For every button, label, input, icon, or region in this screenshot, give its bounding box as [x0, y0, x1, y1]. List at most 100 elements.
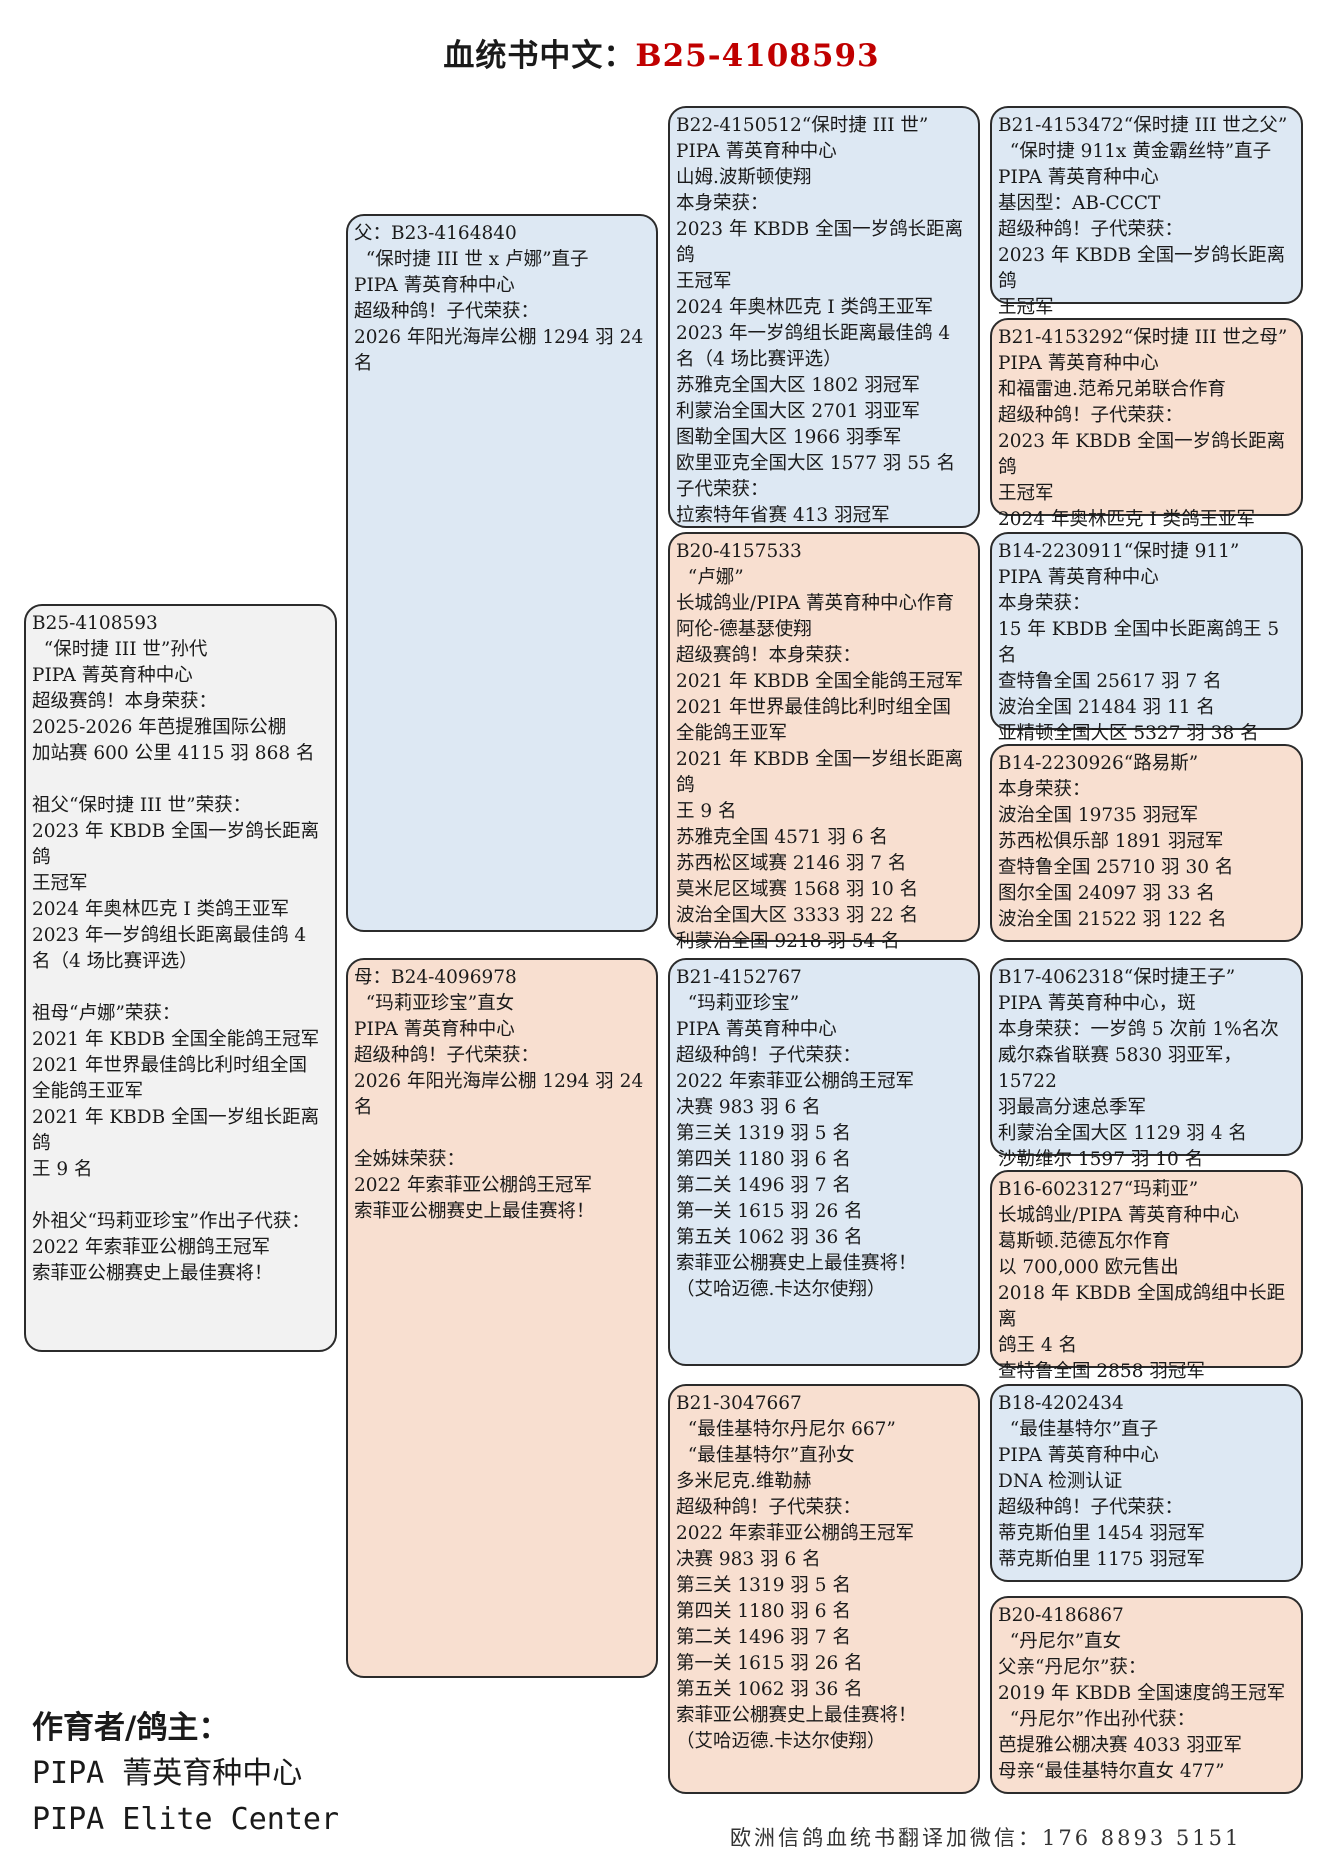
pedigree-line: 波治全国 21484 羽 11 名 [998, 697, 1215, 718]
pedigree-line: 鸽王 4 名 [998, 1335, 1078, 1356]
pedigree-line: 查特鲁全国 25710 羽 30 名 [998, 857, 1234, 878]
pedigree-line: B21-3047667 [676, 1393, 802, 1414]
pedigree-line: 长城鸽业/PIPA 菁英育种中心作育 [676, 593, 954, 614]
pedigree-line: 王冠军 [676, 271, 732, 292]
pedigree-line: 葛斯顿.范德瓦尔作育 [998, 1231, 1171, 1252]
pedigree-line: B21-4153472“保时捷 III 世之父” [998, 115, 1288, 136]
pedigree-line: “玛莉亚珍宝” [676, 993, 800, 1014]
pedigree-line: 蒂克斯伯里 1454 羽冠军 [998, 1523, 1205, 1544]
pedigree-line: “保时捷 III 世”孙代 [32, 639, 208, 660]
pedigree-line: 2023 年 KBDB 全国一岁鸽长距离鸽 [998, 245, 1286, 292]
pedigree-line: 索菲亚公棚赛史上最佳赛将！ [32, 1263, 273, 1284]
pedigree-line: 亚精顿全国大区 5327 羽 38 名 [998, 723, 1259, 744]
pedigree-line: “最佳基特尔”直子 [998, 1419, 1159, 1440]
pedigree-line: 王 9 名 [32, 1159, 93, 1180]
pedigree-line: 第五关 1062 羽 36 名 [676, 1679, 863, 1700]
pedigree-line: 2026 年阳光海岸公棚 1294 羽 24 [354, 1071, 644, 1092]
page-title: 血统书中文：B25-4108593 [0, 30, 1323, 75]
pedigree-line: B21-4153292“保时捷 III 世之母” [998, 327, 1288, 348]
pedigree-line: PIPA 菁英育种中心 [998, 167, 1159, 188]
pedigree-line: 2023 年一岁鸽组长距离最佳鸽 4 [676, 323, 951, 344]
sire-dam-card: B20-4157533 “卢娜”长城鸽业/PIPA 菁英育种中心作育阿伦-德基瑟… [668, 532, 980, 952]
pedigree-line: 图尔全国 24097 羽 33 名 [998, 883, 1215, 904]
pedigree-line: 王 9 名 [676, 801, 737, 822]
pedigree-line: 第二关 1496 羽 7 名 [676, 1175, 851, 1196]
pedigree-line: 第二关 1496 羽 7 名 [676, 1627, 851, 1648]
breeder-label: 作育者/鸽主： [32, 1710, 230, 1746]
pedigree-line: PIPA 菁英育种中心，斑 [998, 993, 1196, 1014]
pedigree-line: 超级种鸽！子代荣获： [354, 1045, 540, 1066]
pedigree-line: 2022 年索菲亚公棚鸽王冠军 [354, 1175, 592, 1196]
pedigree-line: 2025-2026 年芭提雅国际公棚 [32, 717, 287, 738]
breeder-name-cn: PIPA 菁英育种中心 [32, 1756, 303, 1791]
pedigree-line: 2024 年奥林匹克 I 类鸽王亚军 [998, 509, 1256, 530]
pedigree-line: 超级种鸽！子代荣获： [676, 1045, 862, 1066]
pedigree-line: 本身荣获： [676, 193, 769, 214]
dd-dam-card: B20-4186867 “丹尼尔”直女父亲“丹尼尔”获：2019 年 KBDB … [990, 1596, 1303, 1794]
pedigree-line: 2021 年 KBDB 全国全能鸽王冠军 [32, 1029, 320, 1050]
pedigree-line: B20-4157533 [676, 541, 802, 562]
pedigree-line: 羽最高分速总季军 [998, 1097, 1147, 1118]
pedigree-line: 2024 年奥林匹克 I 类鸽王亚军 [32, 899, 290, 920]
pedigree-line: 王冠军 [998, 297, 1054, 318]
pedigree-line: B14-2230926“路易斯” [998, 753, 1199, 774]
pedigree-line: B17-4062318“保时捷王子” [998, 967, 1236, 988]
pedigree-line: 第三关 1319 羽 5 名 [676, 1123, 851, 1144]
pedigree-line: 超级赛鸽！本身荣获： [676, 645, 862, 666]
pedigree-line: 第一关 1615 羽 26 名 [676, 1653, 863, 1674]
pedigree-line: PIPA 菁英育种中心 [32, 665, 193, 686]
pedigree-line: 王冠军 [998, 483, 1054, 504]
dam-sire-card: B21-4152767 “玛莉亚珍宝”PIPA 菁英育种中心超级种鸽！子代荣获：… [668, 958, 980, 1366]
pedigree-line: B14-2230911“保时捷 911” [998, 541, 1240, 562]
pedigree-line: 查特鲁全国 2858 羽冠军 [998, 1361, 1205, 1382]
pedigree-line: 和福雷迪.范希兄弟联合作育 [998, 379, 1226, 400]
pedigree-line: 威尔森省联赛 5830 羽亚军，15722 [998, 1045, 1242, 1092]
pedigree-line: 索菲亚公棚赛史上最佳赛将！ [354, 1201, 595, 1222]
pedigree-line: B18-4202434 [998, 1393, 1124, 1414]
title-prefix: 血统书中文： [443, 38, 636, 74]
pedigree-line: “最佳基特尔”直孙女 [676, 1445, 855, 1466]
pedigree-line: 基因型：AB-CCCT [998, 193, 1161, 214]
pedigree-line: 第四关 1180 羽 6 名 [676, 1149, 851, 1170]
pedigree-line: 父亲“丹尼尔”获： [998, 1657, 1147, 1678]
pedigree-line: 蒂克斯伯里 1175 羽冠军 [998, 1549, 1205, 1570]
pedigree-line: 苏西松区域赛 2146 羽 7 名 [676, 853, 907, 874]
pedigree-line: 王冠军 [32, 873, 88, 894]
footer-contact: 欧洲信鸽血统书翻译加微信：176 8893 5151 [730, 1826, 1242, 1850]
pedigree-line: 图勒全国大区 1966 羽季军 [676, 427, 902, 448]
title-pigeon-id: B25-4108593 [635, 38, 880, 74]
pedigree-line: 长城鸽业/PIPA 菁英育种中心 [998, 1205, 1239, 1226]
pedigree-line: 超级种鸽！子代荣获： [676, 1497, 862, 1518]
pedigree-line: B22-4150512“保时捷 III 世” [676, 115, 929, 136]
pedigree-line: PIPA 菁英育种中心 [354, 1019, 515, 1040]
pedigree-line: 2021 年 KBDB 全国全能鸽王冠军 [676, 671, 964, 692]
ds-sire-card: B17-4062318“保时捷王子” PIPA 菁英育种中心，斑本身荣获：一岁鸽 … [990, 958, 1303, 1170]
pedigree-line: 2021 年世界最佳鸽比利时组全国 [32, 1055, 307, 1076]
pedigree-line: 祖母“卢娜”荣获： [32, 1003, 181, 1024]
pedigree-line: 2024 年奥林匹克 I 类鸽王亚军 [676, 297, 934, 318]
pedigree-line: 索菲亚公棚赛史上最佳赛将！ [676, 1705, 917, 1726]
pedigree-line: 莫米尼区域赛 1568 羽 10 名 [676, 879, 919, 900]
pedigree-line: 沙勒维尔 1597 羽 10 名 [998, 1149, 1204, 1170]
pedigree-line: B20-4186867 [998, 1605, 1124, 1626]
pedigree-line: 以 700,000 欧元售出 [998, 1257, 1179, 1278]
pedigree-line: 阿伦-德基瑟使翔 [676, 619, 812, 640]
pedigree-line: 利蒙治全国大区 1129 羽 4 名 [998, 1123, 1247, 1144]
pedigree-line: 名（4 场比赛评选） [32, 951, 198, 972]
pedigree-line: 2026 年阳光海岸公棚 1294 羽 24 [354, 327, 644, 348]
pedigree-line: 第四关 1180 羽 6 名 [676, 1601, 851, 1622]
pedigree-line: 本身荣获：一岁鸽 5 次前 1%名次 [998, 1019, 1279, 1040]
pedigree-line: 2019 年 KBDB 全国速度鸽王冠军 [998, 1683, 1286, 1704]
pedigree-line: 2021 年世界最佳鸽比利时组全国 [676, 697, 951, 718]
pedigree-line: PIPA 菁英育种中心 [998, 1445, 1159, 1466]
pedigree-line: 母：B24-4096978 [354, 967, 517, 988]
pedigree-line: 2023 年一岁鸽组长距离最佳鸽 4 [32, 925, 307, 946]
pedigree-line: PIPA 菁英育种中心 [676, 1019, 837, 1040]
pedigree-line: 本身荣获： [998, 779, 1091, 800]
pedigree-line: 第三关 1319 羽 5 名 [676, 1575, 851, 1596]
pedigree-line: 波治全国 19735 羽冠军 [998, 805, 1199, 826]
pedigree-line: 2018 年 KBDB 全国成鸽组中长距离 [998, 1283, 1286, 1330]
pedigree-line: 决赛 983 羽 6 名 [676, 1549, 821, 1570]
pedigree-line: PIPA 菁英育种中心 [676, 141, 837, 162]
pedigree-line: “丹尼尔”作出孙代获： [998, 1709, 1196, 1730]
